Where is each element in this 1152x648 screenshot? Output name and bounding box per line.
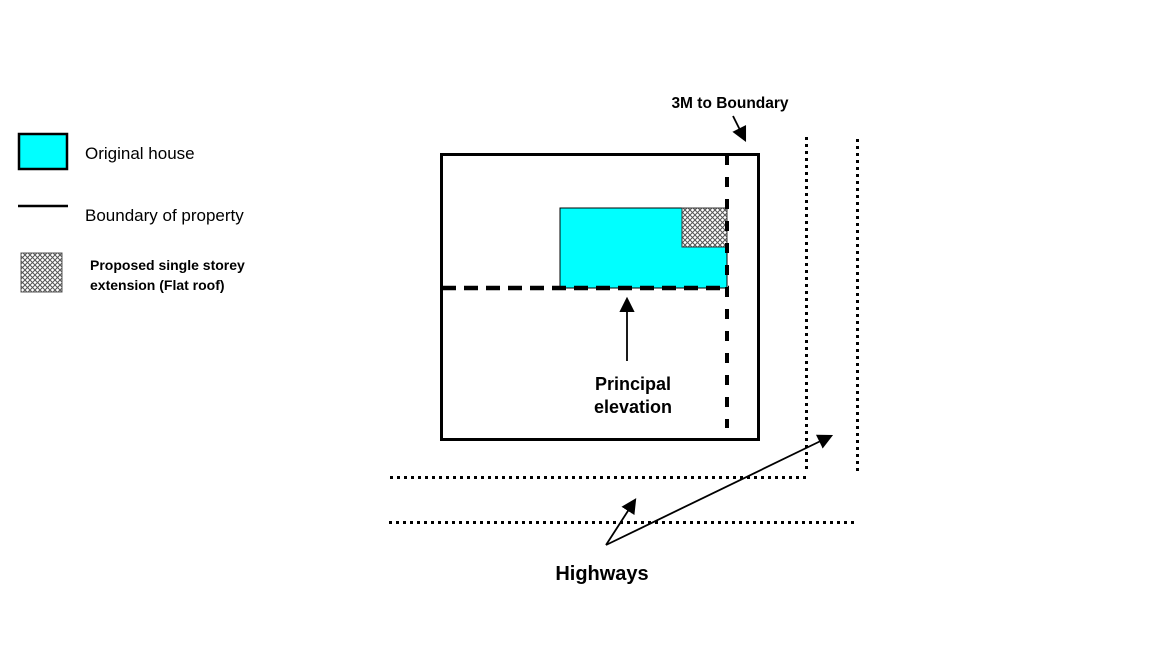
legend-extension-hatch-swatch xyxy=(20,252,63,293)
principal-elevation-label-line2: elevation xyxy=(594,397,672,417)
proposed-extension-rect xyxy=(681,207,728,248)
boundary-distance-arrow xyxy=(732,115,747,143)
highways-arrow-short xyxy=(605,498,637,546)
highways-arrow-long xyxy=(605,434,834,546)
legend-original-house-swatch xyxy=(17,132,69,171)
legend-extension-label-line1: Proposed single storey xyxy=(90,257,245,273)
highways-label: Highways xyxy=(555,563,648,585)
boundary-distance-label: 3M to Boundary xyxy=(671,95,788,112)
principal-elevation-label-line1: Principal xyxy=(595,374,671,394)
legend: Original house Boundary of property Prop… xyxy=(17,132,245,293)
legend-original-house-label: Original house xyxy=(85,144,195,163)
property-boundary-rect xyxy=(440,153,760,441)
legend-boundary-label: Boundary of property xyxy=(85,206,244,225)
site-plan: 3M to Boundary Principal elevation Highw… xyxy=(389,95,859,585)
legend-extension-label-line2: extension (Flat roof) xyxy=(90,277,225,293)
